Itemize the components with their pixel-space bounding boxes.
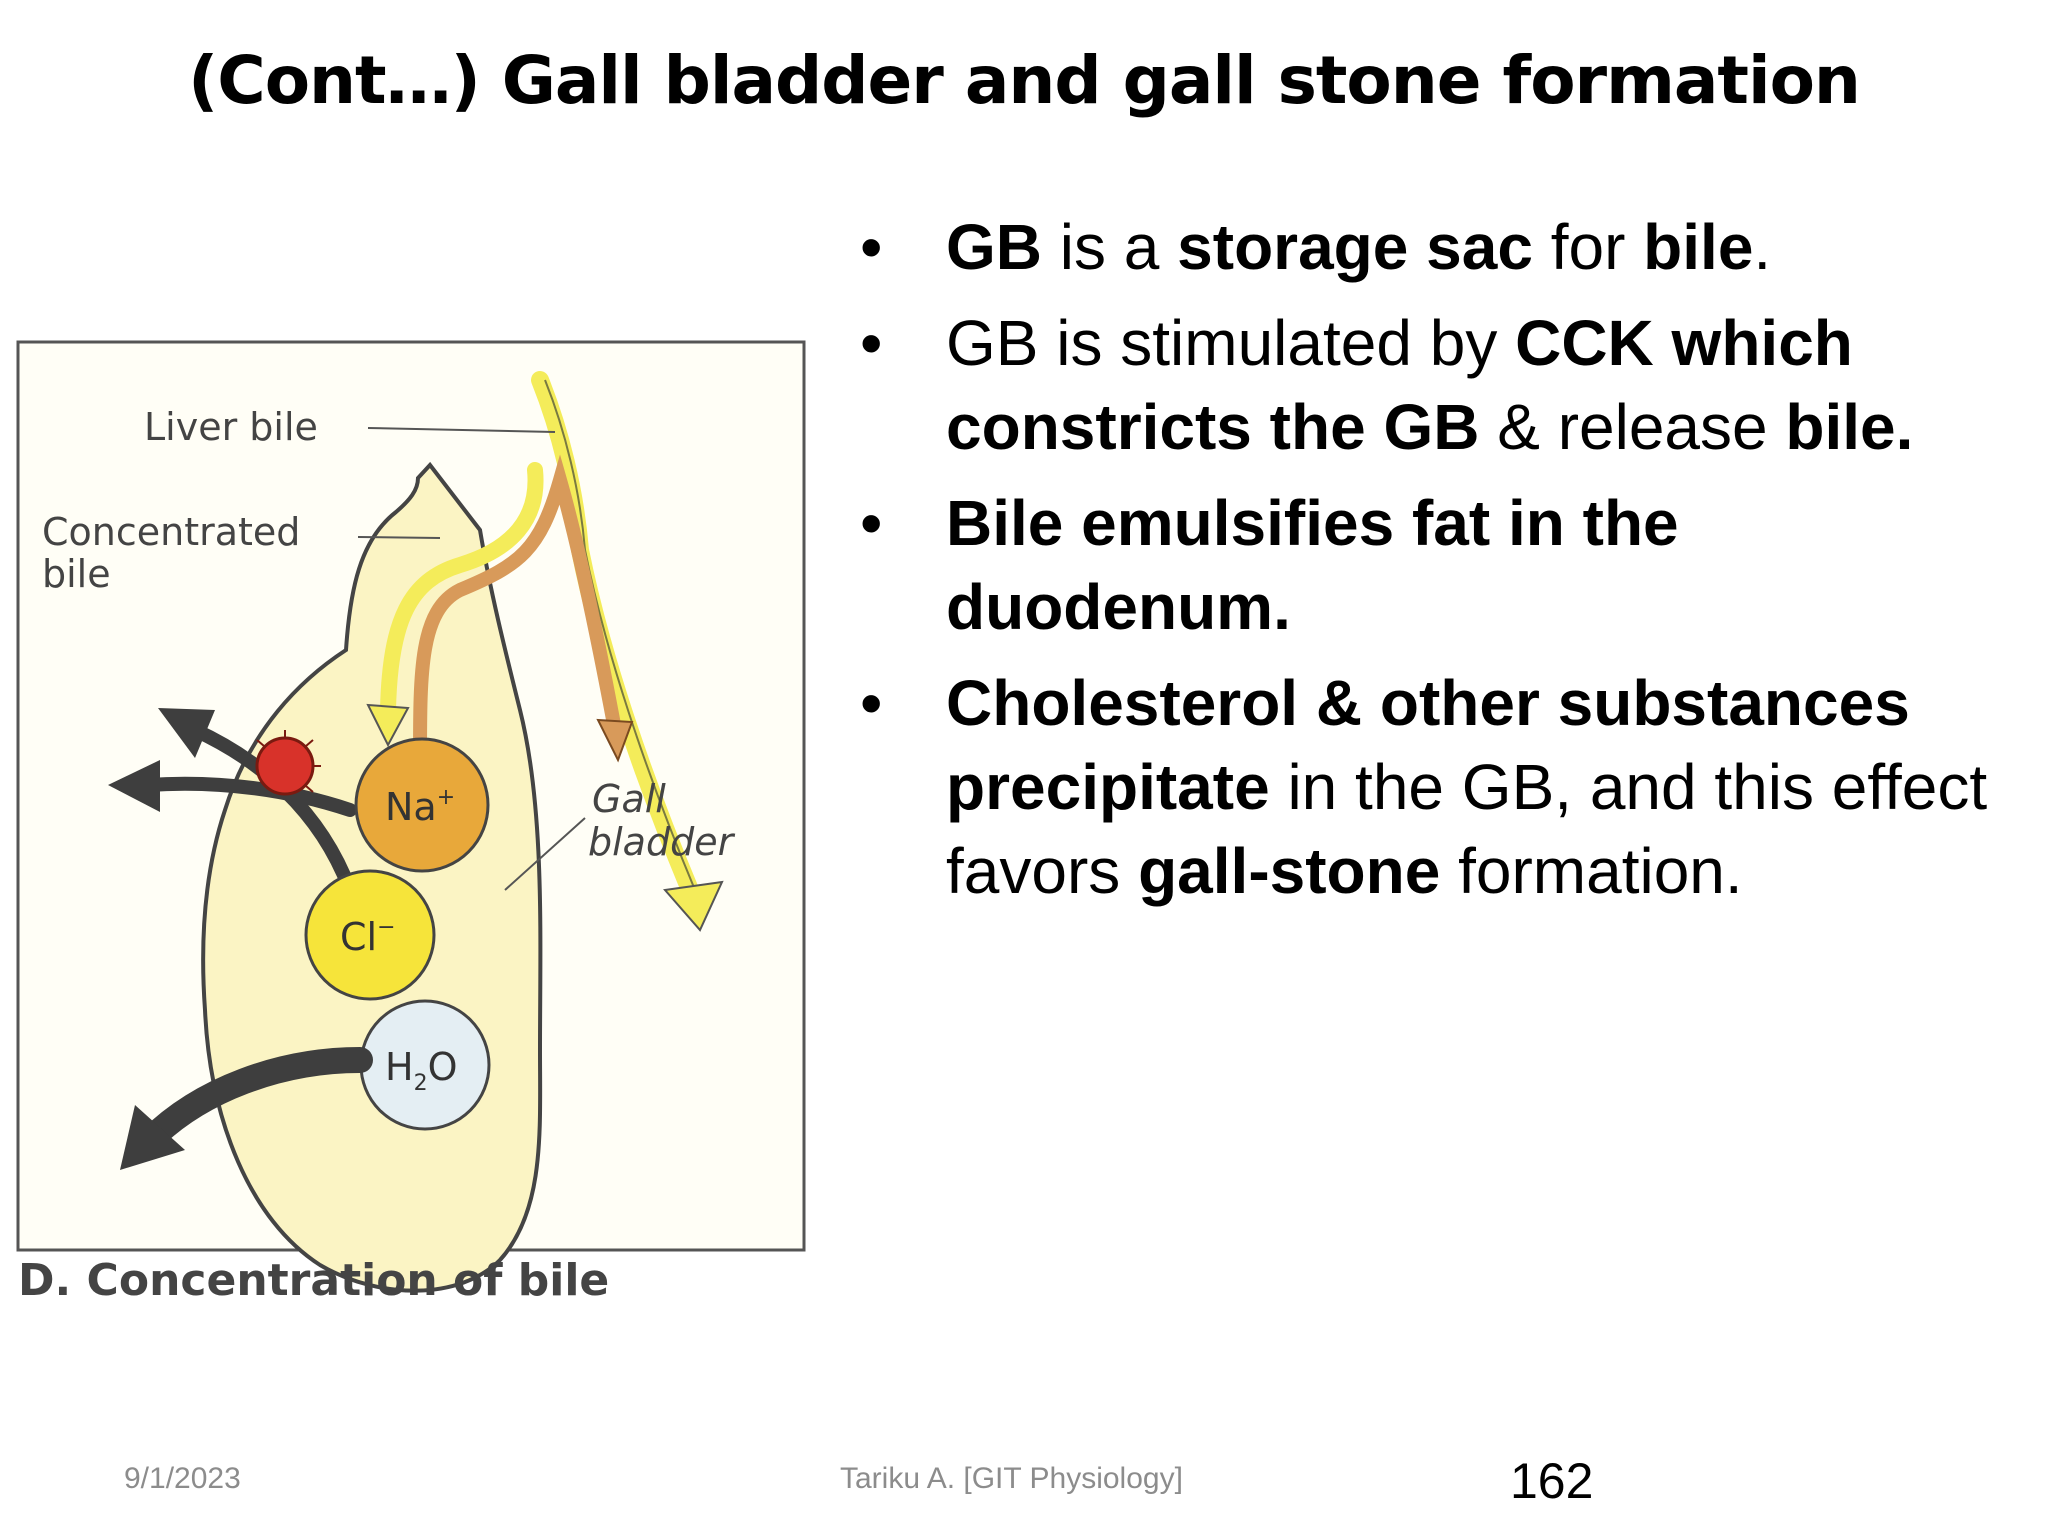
bullet-text-bold: Bile emulsifies fat in the duodenum. xyxy=(946,487,1679,643)
bullet-text: for xyxy=(1532,211,1644,283)
bullet-text: formation. xyxy=(1440,835,1743,907)
bullet-item: • GB is a storage sac for bile. xyxy=(860,205,2020,289)
chloride-label: Cl− xyxy=(340,915,396,959)
bullet-dot-icon: • xyxy=(860,211,883,283)
transporter-pump-icon xyxy=(255,736,315,796)
gall-label-1: Gall xyxy=(592,777,666,821)
bullet-text: in the GB, and this effect favors xyxy=(946,751,1988,907)
liver-bile-arrowhead xyxy=(663,880,724,932)
chloride-ion-circle xyxy=(304,869,436,1001)
bullet-text-bold: CCK which constricts the GB xyxy=(946,307,1853,463)
concentrated-bile-leader xyxy=(357,536,441,539)
liver-bile-leader xyxy=(367,427,556,433)
bullet-text-bold: storage sac xyxy=(1177,211,1533,283)
bullet-item: • Cholesterol & other substances precipit… xyxy=(860,661,2020,913)
gall-label-2: bladder xyxy=(588,820,736,864)
page-number: 162 xyxy=(1510,1453,1594,1509)
footer-date: 9/1/2023 xyxy=(124,1462,241,1495)
sodium-label: Na+ xyxy=(385,785,455,829)
diagram-caption: D. Concentration of bile xyxy=(18,1255,609,1306)
bullet-text-bold: GB xyxy=(946,211,1042,283)
gallbladder-figure: Liver bile Concentrated bile Gall bladde… xyxy=(16,340,806,1306)
ion-efflux-arrowhead-lower xyxy=(108,760,160,812)
slide-title: (Cont…) Gall bladder and gall stone form… xyxy=(188,42,1861,119)
ion-efflux-arrow-lower xyxy=(141,776,357,817)
concentrated-bile-arrowhead xyxy=(596,718,634,763)
water-efflux-arrow xyxy=(137,1047,373,1153)
bullet-text: is a xyxy=(1042,211,1178,283)
gall-bladder-leader xyxy=(504,817,586,891)
liver-bile-label: Liver bile xyxy=(144,405,318,449)
water-efflux-arrowhead xyxy=(120,1105,185,1170)
bullet-item: • GB is stimulated by CCK which constrict… xyxy=(860,301,2020,469)
inflow-stream xyxy=(380,462,544,718)
concentrated-bile-stream xyxy=(413,454,622,767)
bullet-dot-icon: • xyxy=(860,307,883,379)
bullet-text-bold: bile. xyxy=(1785,391,1914,463)
bullet-item: • Bile emulsifies fat in the duodenum. xyxy=(860,481,2020,649)
footer-author: Tariku A. [GIT Physiology] xyxy=(840,1462,1183,1495)
bullet-text: GB is stimulated by xyxy=(946,307,1516,379)
ion-efflux-arrowhead-upper xyxy=(158,708,215,758)
water-label: H2O xyxy=(385,1045,458,1096)
bullet-text: . xyxy=(1753,211,1772,283)
bullet-text-bold: gall-stone xyxy=(1138,835,1441,907)
concentrated-bile-label-1: Concentrated xyxy=(42,510,300,554)
transporter-spikes xyxy=(256,730,321,793)
water-molecule-circle xyxy=(359,999,491,1131)
sodium-ion-circle xyxy=(354,737,490,873)
inflow-arrowhead xyxy=(366,703,410,748)
bullet-dot-icon: • xyxy=(860,487,883,559)
concentrated-bile-label-2: bile xyxy=(42,552,111,596)
bullet-list: • GB is a storage sac for bile. • GB is sti… xyxy=(860,205,2020,925)
bullet-dot-icon: • xyxy=(860,667,883,739)
bullet-text: & release xyxy=(1479,391,1786,463)
bullet-text-bold: bile xyxy=(1643,211,1754,283)
bullet-text-bold: Cholesterol & other substances precipita… xyxy=(946,667,1910,823)
gallbladder-diagram: Liver bile Concentrated bile Gall bladde… xyxy=(0,290,830,1340)
